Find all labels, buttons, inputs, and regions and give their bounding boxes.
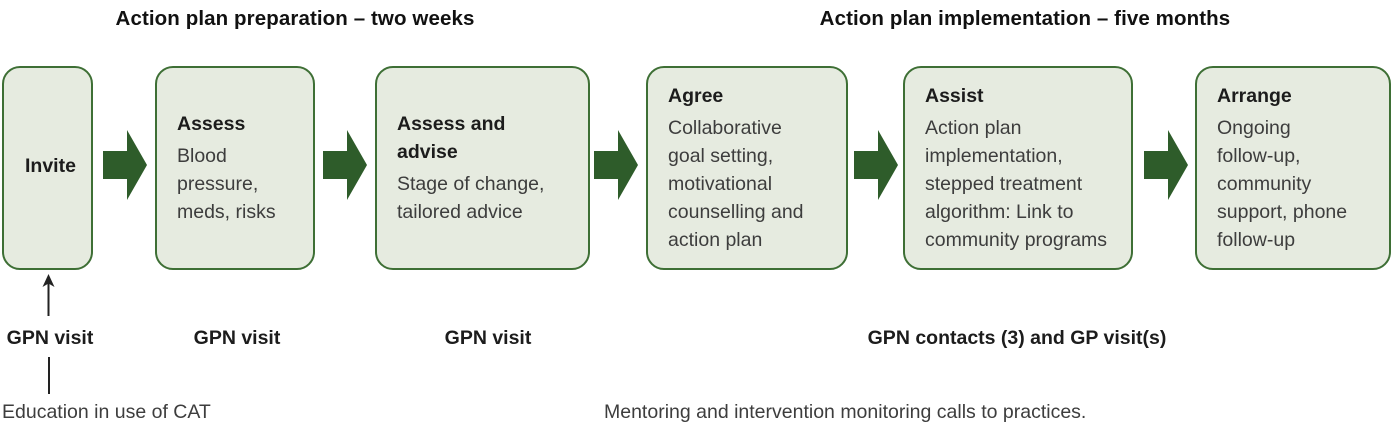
stage-box-assist: Assist Action plan implementation, stepp… (903, 66, 1133, 270)
caption-mentoring: Mentoring and intervention monitoring ca… (604, 401, 1087, 423)
stage-box-arrange: Arrange Ongoing follow-up, community sup… (1195, 66, 1391, 270)
visit-label-gpn-2: GPN visit (193, 327, 281, 349)
stage-body-assess-advise: Stage of change, tailored advice (397, 173, 545, 223)
stage-heading-invite: Invite (25, 155, 76, 177)
stage-box-assess: Assess Blood pressure, meds, risks (155, 66, 315, 270)
connector-line (48, 357, 50, 394)
visit-label-gpn-1: GPN visit (6, 327, 94, 349)
stage-box-assess-advise: Assess and advise Stage of change, tailo… (375, 66, 590, 270)
visit-label-gpn-contacts: GPN contacts (3) and GP visit(s) (867, 327, 1167, 349)
stage-body-assist: Action plan implementation, stepped trea… (925, 117, 1108, 251)
stage-heading-assess: Assess (177, 113, 246, 135)
stage-heading-arrange: Arrange (1217, 85, 1292, 107)
stage-body-agree: Collaborative goal setting, motivational… (668, 117, 804, 251)
stage-heading-assist: Assist (925, 85, 984, 107)
flow-arrow-icon (854, 130, 898, 200)
flow-arrow-icon (323, 130, 367, 200)
phase-title-preparation: Action plan preparation – two weeks (115, 7, 475, 30)
stage-body-arrange: Ongoing follow-up, community support, ph… (1217, 117, 1348, 251)
stage-heading-assess-advise: Assess and advise (397, 113, 506, 163)
flow-arrow-icon (103, 130, 147, 200)
stage-heading-agree: Agree (668, 85, 724, 107)
flow-arrow-icon (1144, 130, 1188, 200)
flow-arrow-icon (594, 130, 638, 200)
stage-body-assess: Blood pressure, meds, risks (177, 145, 276, 223)
phase-title-implementation: Action plan implementation – five months (819, 7, 1231, 30)
up-arrow-icon (42, 274, 55, 316)
visit-label-gpn-3: GPN visit (444, 327, 532, 349)
stage-box-invite: Invite (2, 66, 93, 270)
stage-box-agree: Agree Collaborative goal setting, motiva… (646, 66, 848, 270)
caption-education: Education in use of CAT (2, 401, 211, 423)
